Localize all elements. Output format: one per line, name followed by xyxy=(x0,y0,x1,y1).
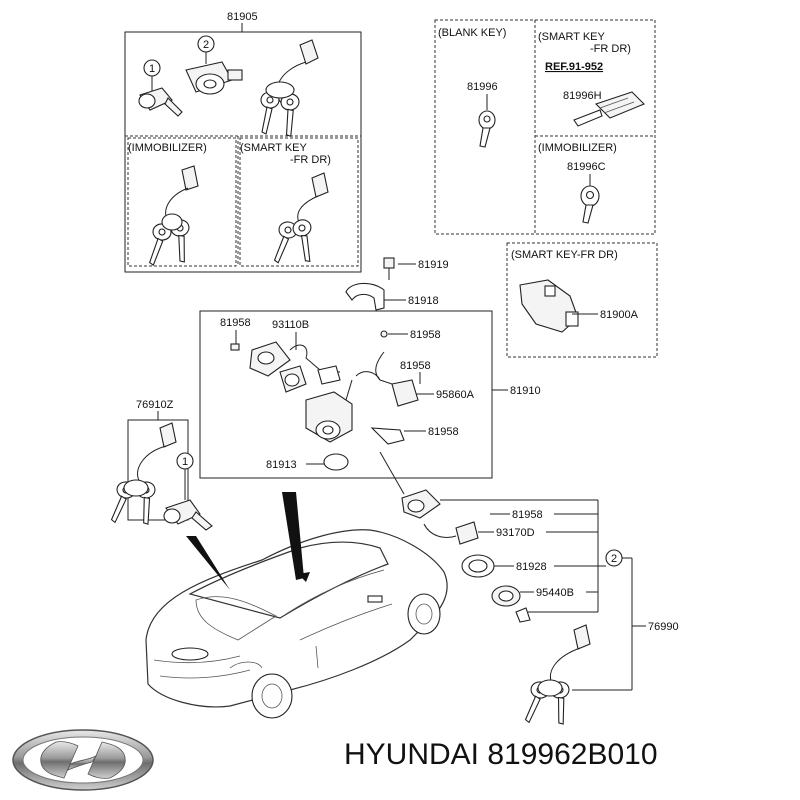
part-label-81996C: 81996C xyxy=(567,161,606,173)
label-smart-key: (SMART KEY xyxy=(240,142,307,154)
part-label-81958: 81958 xyxy=(410,329,441,341)
part-label-81905: 81905 xyxy=(227,11,258,23)
fr-dr-module-drawing xyxy=(519,279,579,333)
immobilizer-key-drawing xyxy=(147,165,199,268)
callout-number: 2 xyxy=(611,553,617,565)
part-label-81996: 81996 xyxy=(467,81,498,93)
label-immobilizer-right: (IMMOBILIZER) xyxy=(538,142,617,154)
part-label-81900A: 81900A xyxy=(600,309,639,321)
part-label-81910: 81910 xyxy=(510,385,541,397)
smart-key-fob-drawing xyxy=(573,91,645,127)
bolt-drawing xyxy=(383,257,395,280)
part-label-81958: 81958 xyxy=(512,509,543,521)
group-76990: 81958 93170D 81928 2 95440B 76990 xyxy=(379,451,679,726)
box-blank-key xyxy=(434,19,656,235)
label-smart-key-right-sub: -FR DR) xyxy=(590,43,631,55)
pointer-arrow-center xyxy=(282,492,304,580)
group-blank-key: (BLANK KEY) (SMART KEY -FR DR) REF.91-95… xyxy=(434,19,656,235)
part-label-81958: 81958 xyxy=(400,360,431,372)
key-set-drawing xyxy=(260,39,319,138)
group-81910: 81919 81918 81958 93110B 81958 81958 958… xyxy=(199,257,541,479)
immobilizer-antenna-drawing xyxy=(423,521,479,545)
part-label-81958: 81958 xyxy=(428,426,459,438)
callout-number: 1 xyxy=(182,456,188,468)
part-label-81918: 81918 xyxy=(408,295,439,307)
label-smart-key-sub: -FR DR) xyxy=(290,154,331,166)
callout-number: 2 xyxy=(203,39,209,51)
ref-label: REF.91-952 xyxy=(545,61,603,73)
immobilizer-blank-key-drawing xyxy=(580,185,600,224)
label-immobilizer: (IMMOBILIZER) xyxy=(128,142,207,154)
box-81910 xyxy=(199,310,493,479)
part-label-93170D: 93170D xyxy=(496,527,535,539)
pointer-arrow-left xyxy=(186,536,230,590)
label-smart-key-right: (SMART KEY xyxy=(538,31,605,43)
group-76910Z: 76910Z 1 xyxy=(109,399,213,531)
part-label-95440B: 95440B xyxy=(536,587,574,599)
blank-key-drawing xyxy=(478,110,496,148)
smart-key-drawing xyxy=(272,172,329,266)
part-label-81958: 81958 xyxy=(220,317,251,329)
ignition-switch-drawing xyxy=(401,489,441,519)
cap-drawing xyxy=(323,453,349,471)
clip-drawing xyxy=(515,607,531,623)
group-81905: 81905 1 2 xyxy=(124,11,362,273)
part-label-81913: 81913 xyxy=(266,459,297,471)
car-drawing xyxy=(145,492,448,719)
door-lock-cylinder-drawing xyxy=(138,87,183,117)
label-blank-key: (BLANK KEY) xyxy=(438,27,506,39)
part-label-81996H: 81996H xyxy=(563,90,602,102)
box-81905 xyxy=(124,31,362,273)
part-label-93110B: 93110B xyxy=(272,319,309,331)
key-pair-drawing xyxy=(109,422,177,526)
part-label-81919: 81919 xyxy=(418,259,449,271)
brand-part-number: HYUNDAI 819962B010 xyxy=(344,738,658,771)
part-label-81928: 81928 xyxy=(516,561,547,573)
ignition-cylinder-drawing xyxy=(185,61,243,95)
part-label-95860A: 95860A xyxy=(436,389,475,401)
callout-number: 1 xyxy=(149,63,155,75)
bracket-drawing xyxy=(345,282,385,311)
key-set-bottom-drawing xyxy=(523,624,591,726)
door-lock-drawing xyxy=(163,499,213,531)
box-smart-key-fr-dr xyxy=(506,242,658,358)
label-smart-key-fr-dr: (SMART KEY-FR DR) xyxy=(511,249,618,261)
part-label-76910Z: 76910Z xyxy=(136,399,174,411)
group-81900A: (SMART KEY-FR DR) 81900A xyxy=(506,242,658,358)
hyundai-logo xyxy=(12,729,154,791)
steering-lock-assembly-drawing xyxy=(249,341,419,445)
part-label-76990: 76990 xyxy=(648,621,679,633)
